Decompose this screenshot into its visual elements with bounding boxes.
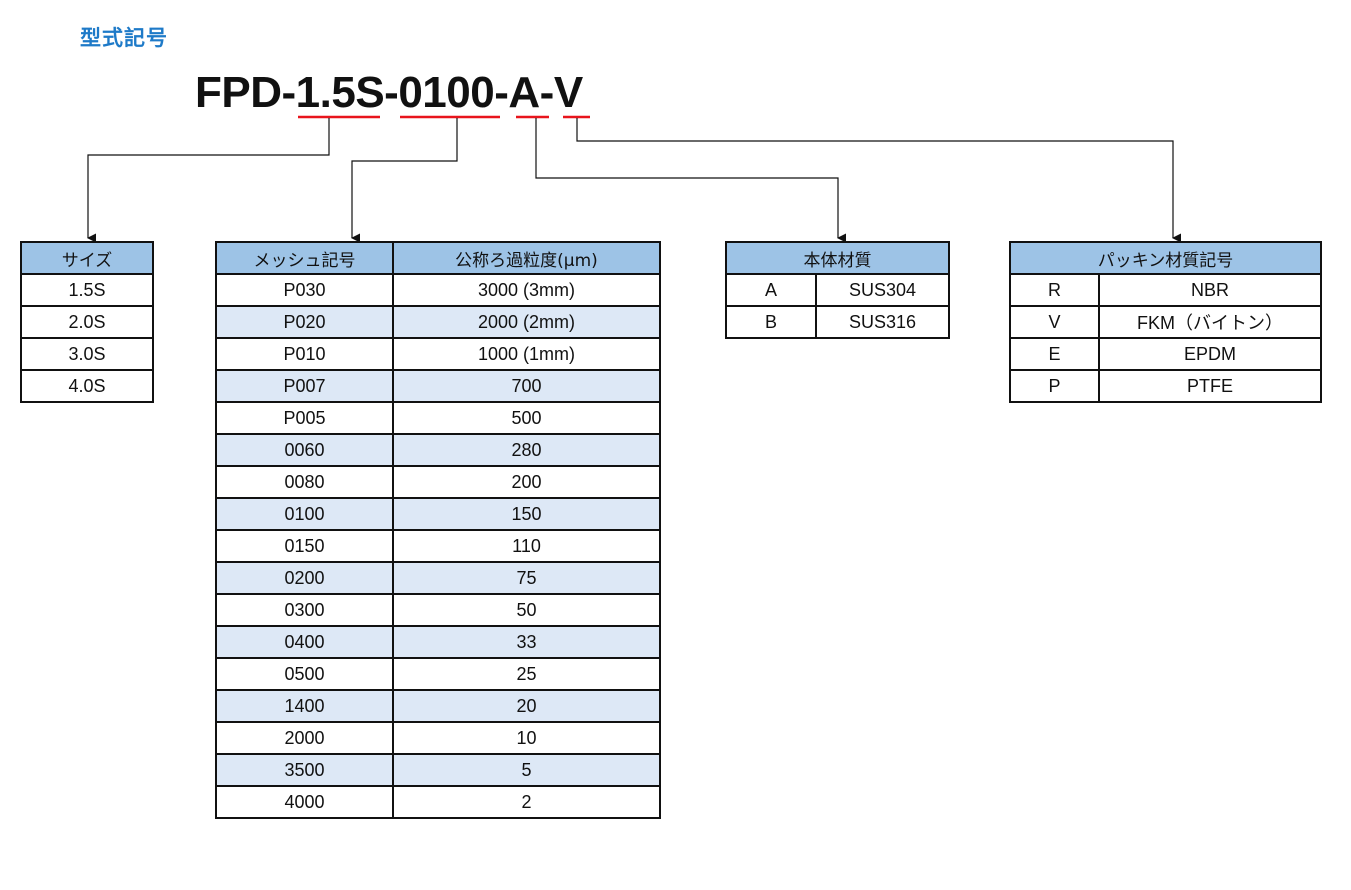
filtration-rating-cell: 700	[392, 369, 661, 403]
packing-material-cell: FKM（バイトン）	[1098, 305, 1322, 339]
filtration-rating-cell: 10	[392, 721, 661, 755]
model-mesh-code: 0100	[398, 68, 495, 117]
size-cell: 2.0S	[20, 305, 154, 339]
body-material-cell: SUS304	[815, 273, 950, 307]
size-cell: 1.5S	[20, 273, 154, 307]
packing-material-cell: PTFE	[1098, 369, 1322, 403]
mesh-code-cell: P030	[215, 273, 394, 307]
body-code-cell: B	[725, 305, 817, 339]
packing-material-cell: EPDM	[1098, 337, 1322, 371]
packing-code-cell: V	[1009, 305, 1100, 339]
model-prefix: FPD-	[195, 68, 296, 117]
filtration-rating-cell: 2000 (2mm)	[392, 305, 661, 339]
mesh-code-cell: 0080	[215, 465, 394, 499]
mesh-connector	[351, 118, 458, 243]
model-code: FPD-1.5S-0100-A-V	[195, 68, 583, 118]
body-code-cell: A	[725, 273, 817, 307]
filtration-rating-cell: 50	[392, 593, 661, 627]
mesh-code-cell: P010	[215, 337, 394, 371]
mesh-code-cell: 0500	[215, 657, 394, 691]
mesh-code-header: メッシュ記号	[215, 241, 394, 275]
model-body-code: A	[508, 68, 540, 117]
mesh-code-cell: 1400	[215, 689, 394, 723]
model-separator: -	[539, 68, 555, 117]
model-separator: -	[384, 68, 399, 117]
mesh-code-cell: 0100	[215, 497, 394, 531]
packing-code-cell: R	[1009, 273, 1100, 307]
body-material-header: 本体材質	[725, 241, 950, 275]
filtration-rating-cell: 200	[392, 465, 661, 499]
mesh-code-cell: 2000	[215, 721, 394, 755]
filtration-rating-cell: 150	[392, 497, 661, 531]
model-separator: -	[494, 68, 509, 117]
filtration-rating-cell: 3000 (3mm)	[392, 273, 661, 307]
filtration-rating-cell: 25	[392, 657, 661, 691]
mesh-code-cell: 0060	[215, 433, 394, 467]
filtration-rating-cell: 500	[392, 401, 661, 435]
body-connector	[535, 118, 846, 243]
filtration-rating-cell: 20	[392, 689, 661, 723]
packing-material-cell: NBR	[1098, 273, 1322, 307]
mesh-code-cell: 0200	[215, 561, 394, 595]
mesh-code-cell: 0300	[215, 593, 394, 627]
size-connector	[87, 118, 330, 243]
size-table-header: サイズ	[20, 241, 154, 275]
size-cell: 3.0S	[20, 337, 154, 371]
filtration-rating-cell: 110	[392, 529, 661, 563]
mesh-code-cell: 0150	[215, 529, 394, 563]
mesh-code-cell: P020	[215, 305, 394, 339]
size-cell: 4.0S	[20, 369, 154, 403]
size-table: サイズ 1.5S 2.0S 3.0S 4.0S	[20, 241, 154, 403]
filtration-rating-cell: 1000 (1mm)	[392, 337, 661, 371]
body-material-cell: SUS316	[815, 305, 950, 339]
packing-connector	[576, 118, 1181, 243]
packing-code-cell: P	[1009, 369, 1100, 403]
filtration-rating-cell: 280	[392, 433, 661, 467]
filtration-rating-cell: 2	[392, 785, 661, 819]
mesh-code-cell: 0400	[215, 625, 394, 659]
model-packing-code: V	[553, 68, 583, 117]
mesh-code-cell: 4000	[215, 785, 394, 819]
section-heading: 型式記号	[80, 26, 168, 50]
mesh-code-cell: P005	[215, 401, 394, 435]
mesh-code-cell: 3500	[215, 753, 394, 787]
filtration-rating-header: 公称ろ過粒度(μm)	[392, 241, 661, 275]
packing-code-cell: E	[1009, 337, 1100, 371]
packing-material-header: パッキン材質記号	[1009, 241, 1322, 275]
mesh-code-cell: P007	[215, 369, 394, 403]
connector-lines	[87, 118, 1181, 243]
model-size-code: 1.5S	[295, 68, 385, 117]
filtration-rating-cell: 5	[392, 753, 661, 787]
filtration-rating-cell: 33	[392, 625, 661, 659]
filtration-rating-cell: 75	[392, 561, 661, 595]
